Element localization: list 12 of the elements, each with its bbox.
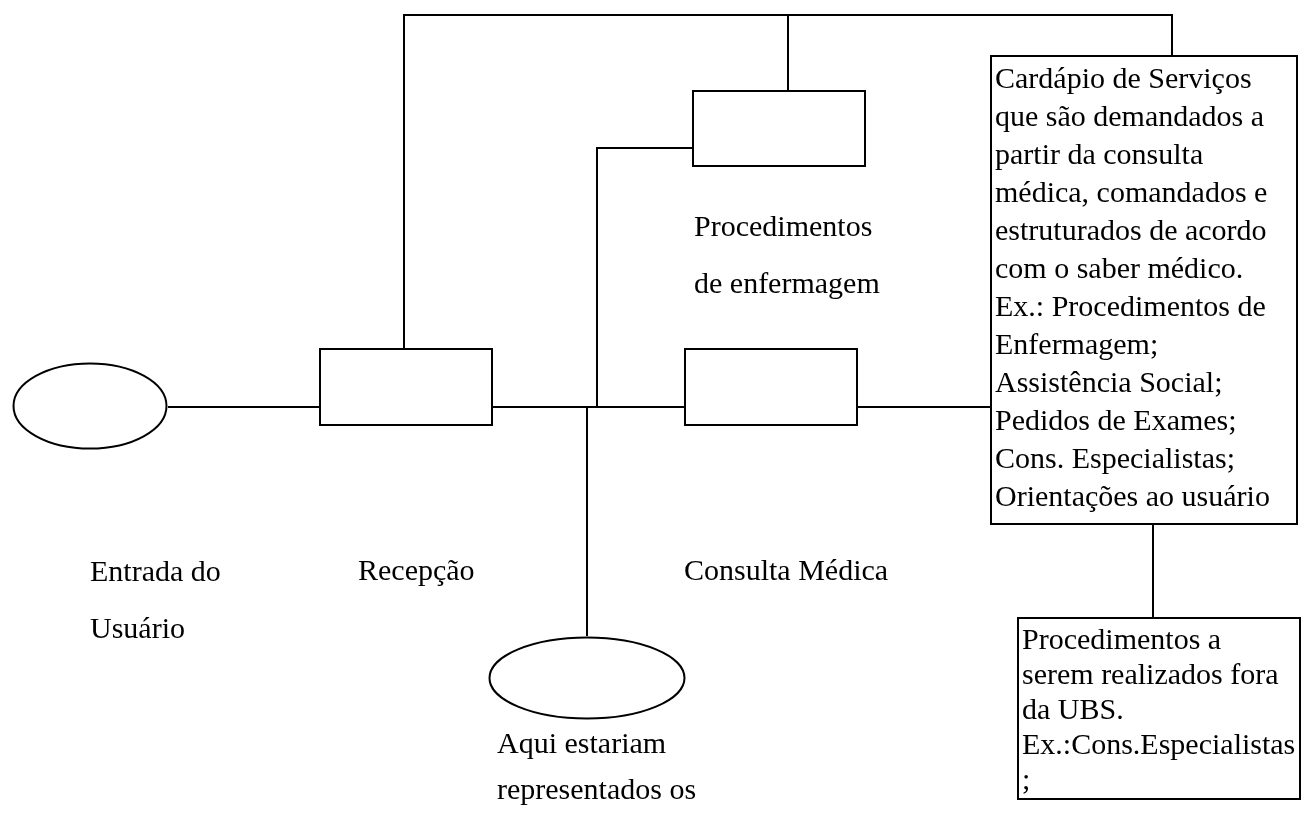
- box-label: Consulta Médica: [684, 552, 889, 588]
- process-box: [684, 348, 858, 426]
- connector-line: [167, 406, 320, 408]
- connector-line: [1152, 524, 1154, 618]
- box-label: Recepção: [358, 552, 475, 588]
- connector-line: [857, 406, 991, 408]
- node-label: Procedimentos de enfermagem: [694, 208, 881, 301]
- node-label: Aqui estariam representados os: [497, 725, 698, 807]
- process-box: [319, 348, 493, 426]
- node-label: Procedimentos a serem realizados fora da UBS. Ex.:Cons.Especialistas;: [1022, 621, 1297, 796]
- node-label: Entrada do Usuário: [90, 553, 222, 646]
- node-label: Cardápio de Serviços que são demandados a partir da consulta médica, comandados e estruturados de acordo com o saber médico. Ex.: Procedimentos de Enfermagem; Assistência Social; Pedidos de Exames; Cons. Especialistas; Orientações ao usuário: [995, 60, 1271, 514]
